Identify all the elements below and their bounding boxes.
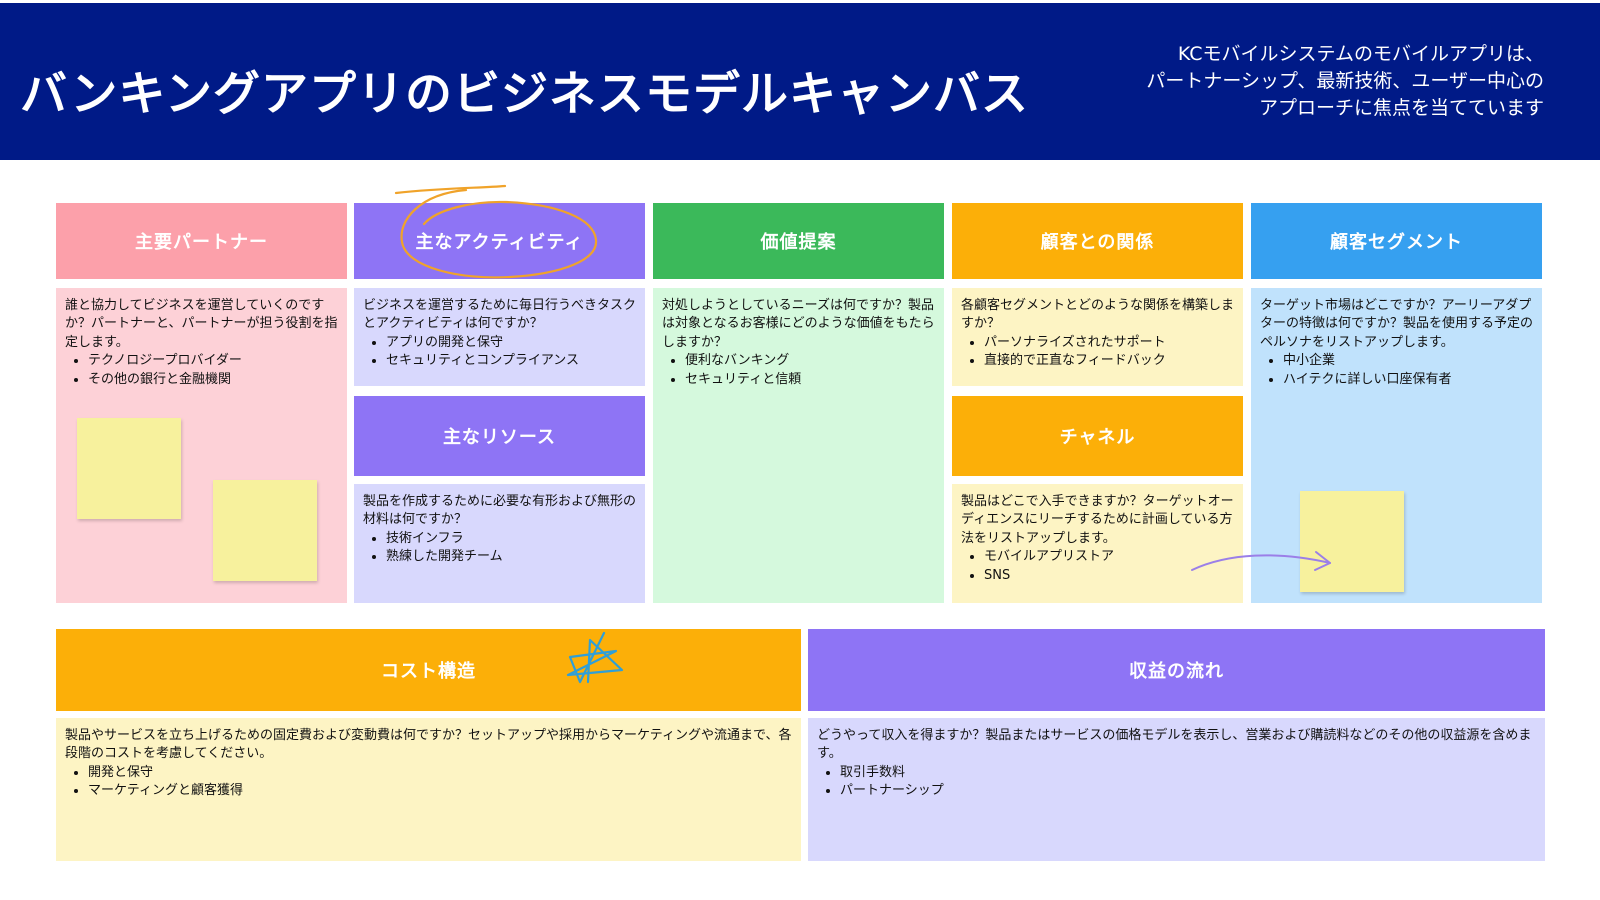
value-propositions-header[interactable]: 価値提案 <box>653 203 944 279</box>
channels-list: モバイルアプリストア SNS <box>961 548 1234 585</box>
list-item: テクノロジープロバイダー <box>88 352 338 370</box>
customer-segments-list: 中小企業 ハイテクに詳しい口座保有者 <box>1260 352 1533 389</box>
list-item: パートナーシップ <box>840 782 1536 800</box>
star-doodle[interactable] <box>560 630 626 686</box>
list-item: その他の銀行と金融機関 <box>88 371 338 389</box>
hand-drawn-circle-annotation[interactable] <box>380 180 610 290</box>
channels-header[interactable]: チャネル <box>952 396 1243 476</box>
subtitle-line: アプローチに焦点を当てています <box>1258 97 1544 119</box>
key-partners-title: 主要パートナー <box>135 232 268 253</box>
customer-relationships-title: 顧客との関係 <box>1040 232 1155 253</box>
list-item: セキュリティとコンプライアンス <box>386 352 636 370</box>
revenue-streams-header[interactable]: 収益の流れ <box>808 629 1545 711</box>
value-propositions-text: 対処しようとしているニーズは何ですか？製品は対象となるお客様にどのような価値をも… <box>662 298 935 350</box>
customer-segments-title: 顧客セグメント <box>1330 232 1463 253</box>
revenue-streams-list: 取引手数料 パートナーシップ <box>817 764 1536 801</box>
cost-structure-list: 開発と保守 マーケティングと顧客獲得 <box>65 764 792 801</box>
list-item: 開発と保守 <box>88 764 792 782</box>
customer-relationships-text: 各顧客セグメントとどのような関係を構築しますか？ <box>961 298 1235 332</box>
list-item: 熟練した開発チーム <box>386 548 636 566</box>
key-activities-body[interactable]: ビジネスを運営するために毎日行うべきタスクとアクティビティは何ですか？ アプリの… <box>354 288 645 386</box>
channels-body[interactable]: 製品はどこで入手できますか？ターゲットオーディエンスにリーチするために計画してい… <box>952 484 1243 603</box>
key-resources-title: 主なリソース <box>442 427 557 448</box>
list-item: 取引手数料 <box>840 764 1536 782</box>
customer-segments-header[interactable]: 顧客セグメント <box>1251 203 1542 279</box>
cost-structure-header[interactable]: コスト構造 <box>56 629 801 711</box>
arrow-doodle[interactable] <box>1188 545 1338 575</box>
revenue-streams-body[interactable]: どうやって収入を得ますか？製品またはサービスの価格モデルを表示し、営業および購読… <box>808 718 1545 861</box>
list-item: 直接的で正直なフィードバック <box>984 352 1234 370</box>
value-propositions-body[interactable]: 対処しようとしているニーズは何ですか？製品は対象となるお客様にどのような価値をも… <box>653 288 944 603</box>
customer-segments-text: ターゲット市場はどこですか？アーリーアダプターの特徴は何ですか？製品を使用する予… <box>1260 298 1534 350</box>
customer-relationships-header[interactable]: 顧客との関係 <box>952 203 1243 279</box>
list-item: パーソナライズされたサポート <box>984 334 1234 352</box>
key-resources-list: 技術インフラ 熟練した開発チーム <box>363 530 636 567</box>
key-resources-text: 製品を作成するために必要な有形および無形の材料は何ですか？ <box>363 494 637 528</box>
revenue-streams-text: どうやって収入を得ますか？製品またはサービスの価格モデルを表示し、営業および購読… <box>817 728 1532 762</box>
sticky-note[interactable] <box>213 480 317 581</box>
list-item: 技術インフラ <box>386 530 636 548</box>
list-item: マーケティングと顧客獲得 <box>88 782 792 800</box>
key-partners-list: テクノロジープロバイダー その他の銀行と金融機関 <box>65 352 338 389</box>
page-subtitle: KCモバイルシステムのモバイルアプリは、 パートナーシップ、最新技術、ユーザー中… <box>1024 41 1544 122</box>
subtitle-line: パートナーシップ、最新技術、ユーザー中心の <box>1146 70 1544 92</box>
revenue-streams-title: 収益の流れ <box>1129 661 1224 682</box>
key-resources-header[interactable]: 主なリソース <box>354 396 645 476</box>
key-activities-list: アプリの開発と保守 セキュリティとコンプライアンス <box>363 334 636 371</box>
customer-relationships-list: パーソナライズされたサポート 直接的で正直なフィードバック <box>961 334 1234 371</box>
cost-structure-title: コスト構造 <box>381 661 476 682</box>
channels-title: チャネル <box>1059 427 1136 448</box>
list-item: セキュリティと信頼 <box>685 371 935 389</box>
list-item: 中小企業 <box>1283 352 1533 370</box>
sticky-note[interactable] <box>77 418 181 519</box>
list-item: ハイテクに詳しい口座保有者 <box>1283 371 1533 389</box>
value-propositions-title: 価値提案 <box>760 232 837 253</box>
list-item: アプリの開発と保守 <box>386 334 636 352</box>
cost-structure-text: 製品やサービスを立ち上げるための固定費および変動費は何ですか？セットアップや採用… <box>65 728 792 762</box>
sticky-note[interactable] <box>1300 491 1404 592</box>
page-title: バンキングアプリのビジネスモデルキャンバス <box>20 67 1029 122</box>
key-partners-header[interactable]: 主要パートナー <box>56 203 347 279</box>
key-activities-title: 主なアクティビティ <box>415 232 584 253</box>
channels-text: 製品はどこで入手できますか？ターゲットオーディエンスにリーチするために計画してい… <box>961 494 1234 546</box>
value-propositions-list: 便利なバンキング セキュリティと信頼 <box>662 352 935 389</box>
header-banner: バンキングアプリのビジネスモデルキャンバス KCモバイルシステムのモバイルアプリ… <box>0 3 1600 160</box>
subtitle-line: KCモバイルシステムのモバイルアプリは、 <box>1177 43 1544 65</box>
list-item: 便利なバンキング <box>685 352 935 370</box>
cost-structure-body[interactable]: 製品やサービスを立ち上げるための固定費および変動費は何ですか？セットアップや採用… <box>56 718 801 861</box>
key-partners-text: 誰と協力してビジネスを運営していくのですか？パートナーと、パートナーが担う役割を… <box>65 298 338 350</box>
list-item: モバイルアプリストア <box>984 548 1234 566</box>
key-activities-text: ビジネスを運営するために毎日行うべきタスクとアクティビティは何ですか？ <box>363 298 637 332</box>
customer-relationships-body[interactable]: 各顧客セグメントとどのような関係を構築しますか？ パーソナライズされたサポート … <box>952 288 1243 386</box>
key-resources-body[interactable]: 製品を作成するために必要な有形および無形の材料は何ですか？ 技術インフラ 熟練し… <box>354 484 645 603</box>
list-item: SNS <box>984 567 1234 585</box>
